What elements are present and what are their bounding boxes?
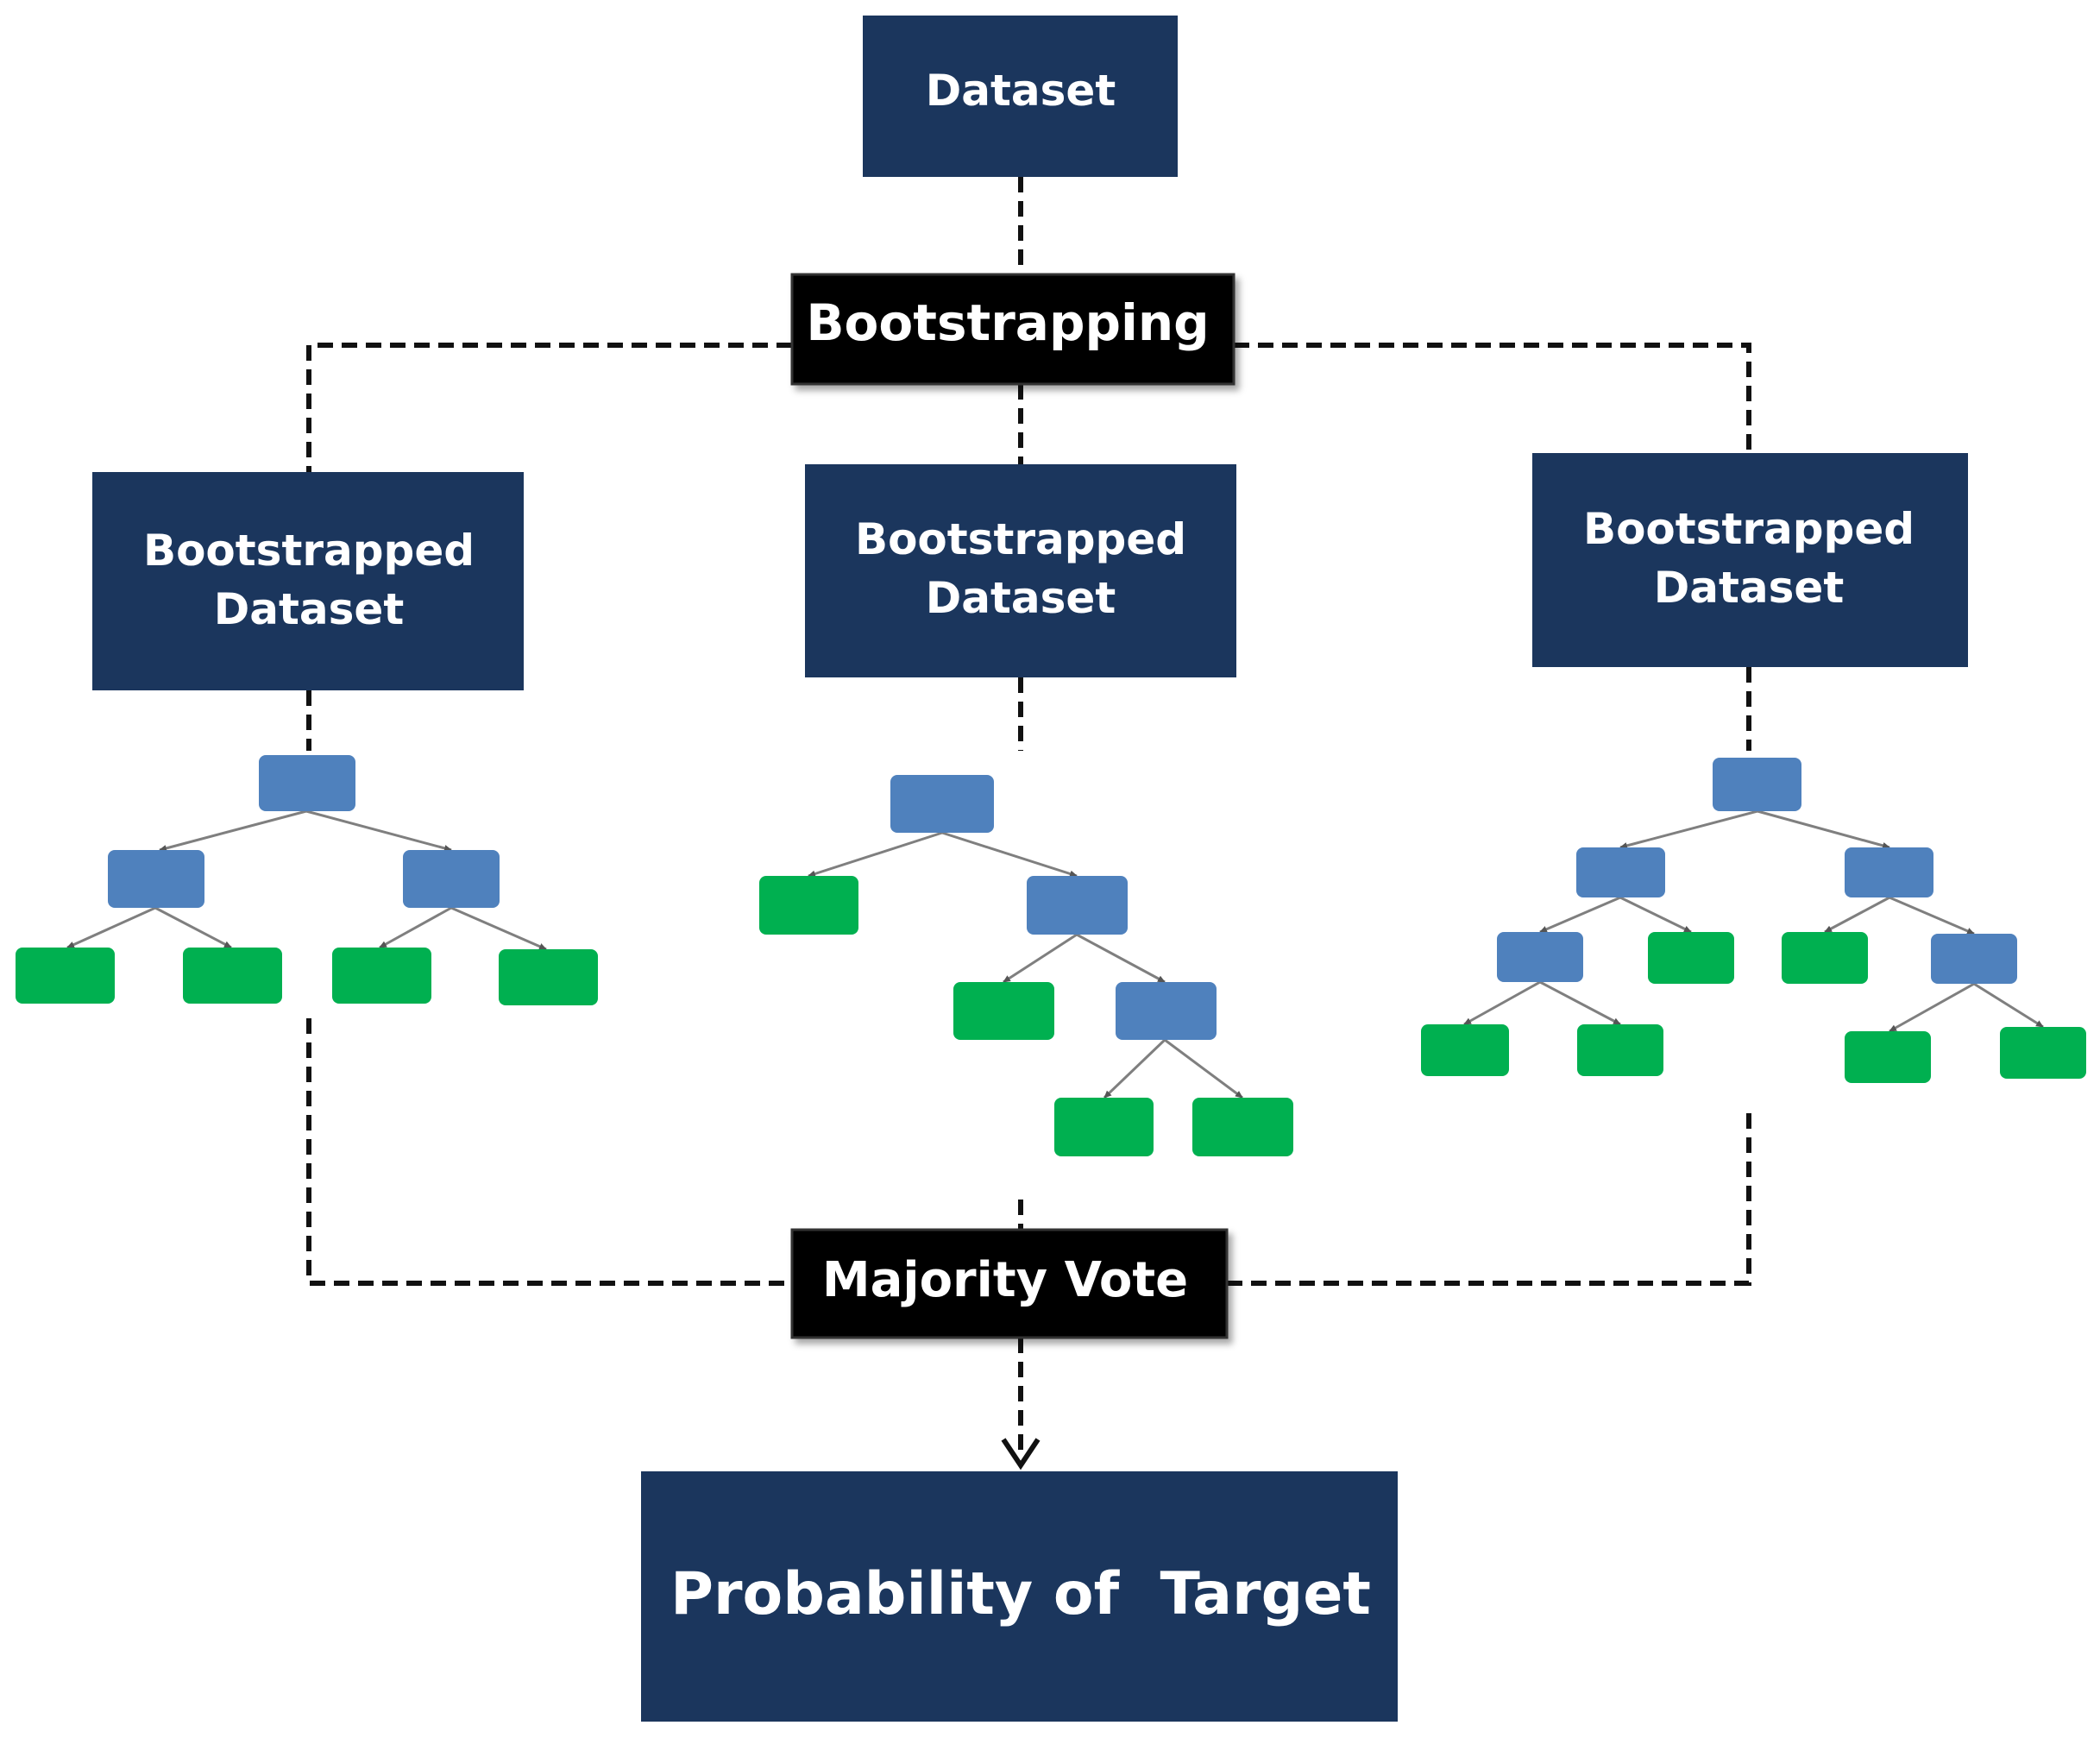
- connector-bootstrapping-to-left: [306, 343, 792, 475]
- tree-leaf-node: [1054, 1098, 1154, 1156]
- majority-vote-label: Majority Vote: [822, 1252, 1188, 1308]
- tree-leaf-node: [1577, 1024, 1663, 1076]
- connector-left-tree-to-vote: [306, 1018, 792, 1286]
- tree-edge: [1463, 980, 1541, 1026]
- tree-edge: [1619, 896, 1692, 934]
- tree-edge: [1824, 896, 1890, 934]
- tree-edge: [941, 831, 1078, 878]
- tree-leaf-node: [1845, 1031, 1931, 1083]
- tree-decision-node: [1713, 758, 1801, 811]
- tree-leaf-node: [183, 948, 282, 1004]
- bootstrapped-dataset-box-left: Bootstrapped Dataset: [92, 472, 524, 690]
- tree-edge: [1164, 1038, 1243, 1099]
- tree-edge: [379, 906, 452, 949]
- tree-edge: [1757, 809, 1890, 849]
- tree-edge: [1619, 809, 1758, 849]
- decision-tree-left: [16, 755, 598, 1005]
- tree-leaf-node: [2000, 1027, 2086, 1079]
- result-label: Probability of Target: [670, 1560, 1371, 1628]
- decision-tree-middle: [759, 775, 1293, 1156]
- tree-edge: [1103, 1038, 1166, 1099]
- tree-decision-node: [1497, 932, 1583, 982]
- dataset-box: Dataset: [863, 16, 1178, 177]
- tree-edge: [1539, 896, 1621, 934]
- tree-edge: [154, 906, 232, 949]
- tree-decision-node: [1845, 847, 1933, 897]
- tree-leaf-node: [1648, 932, 1734, 984]
- result-arrowhead: [1001, 1438, 1041, 1470]
- tree-decision-node: [108, 850, 204, 908]
- tree-decision-node: [890, 775, 994, 833]
- tree-edge: [1076, 933, 1166, 984]
- tree-leaf-node: [1421, 1024, 1509, 1076]
- tree-leaf-node: [1192, 1098, 1293, 1156]
- bootstrapping-box: Bootstrapping: [790, 273, 1235, 386]
- tree-decision-node: [1576, 847, 1665, 897]
- tree-leaf-node: [1782, 932, 1868, 984]
- tree-edge: [66, 906, 156, 949]
- tree-edge: [1973, 982, 2044, 1029]
- tree-edge: [808, 831, 943, 878]
- tree-edge: [1889, 896, 1975, 935]
- bootstrapped-dataset-label-line1: Bootstrapped: [1583, 504, 1915, 554]
- bootstrapped-dataset-label-line2: Dataset: [214, 584, 404, 634]
- tree-edge: [1889, 982, 1975, 1033]
- bootstrapped-dataset-box-middle: Bootstrapped Dataset: [805, 464, 1236, 677]
- bootstrapped-dataset-label-line2: Dataset: [1654, 563, 1844, 613]
- tree-decision-node: [1931, 934, 2017, 984]
- bootstrapped-dataset-box-right: Bootstrapped Dataset: [1532, 453, 1968, 667]
- bootstrapped-dataset-label-line1: Bootstrapped: [855, 514, 1186, 564]
- tree-edge: [1539, 980, 1621, 1026]
- tree-edge: [450, 906, 547, 951]
- tree-decision-node: [1027, 876, 1128, 935]
- result-box: Probability of Target: [641, 1471, 1398, 1722]
- tree-edge: [305, 809, 452, 852]
- tree-edge: [159, 809, 307, 852]
- tree-leaf-node: [16, 948, 115, 1004]
- tree-edge: [1003, 933, 1078, 984]
- bootstrapping-label: Bootstrapping: [806, 293, 1209, 352]
- bootstrapped-dataset-label-line1: Bootstrapped: [143, 526, 475, 576]
- tree-leaf-node: [499, 949, 598, 1005]
- dashed-connectors: [306, 177, 1751, 1450]
- dataset-label: Dataset: [926, 66, 1116, 116]
- tree-leaf-node: [759, 876, 858, 935]
- tree-leaf-node: [332, 948, 431, 1004]
- majority-vote-box: Majority Vote: [790, 1228, 1229, 1339]
- tree-leaf-node: [953, 982, 1054, 1040]
- bootstrapped-dataset-label-line2: Dataset: [926, 573, 1116, 623]
- tree-decision-node: [259, 755, 355, 811]
- tree-decision-node: [1116, 982, 1217, 1040]
- connector-right-tree-to-vote: [1227, 1113, 1751, 1286]
- tree-decision-node: [403, 850, 500, 908]
- connector-bootstrapping-to-right: [1234, 343, 1751, 455]
- decision-tree-right: [1421, 758, 2086, 1083]
